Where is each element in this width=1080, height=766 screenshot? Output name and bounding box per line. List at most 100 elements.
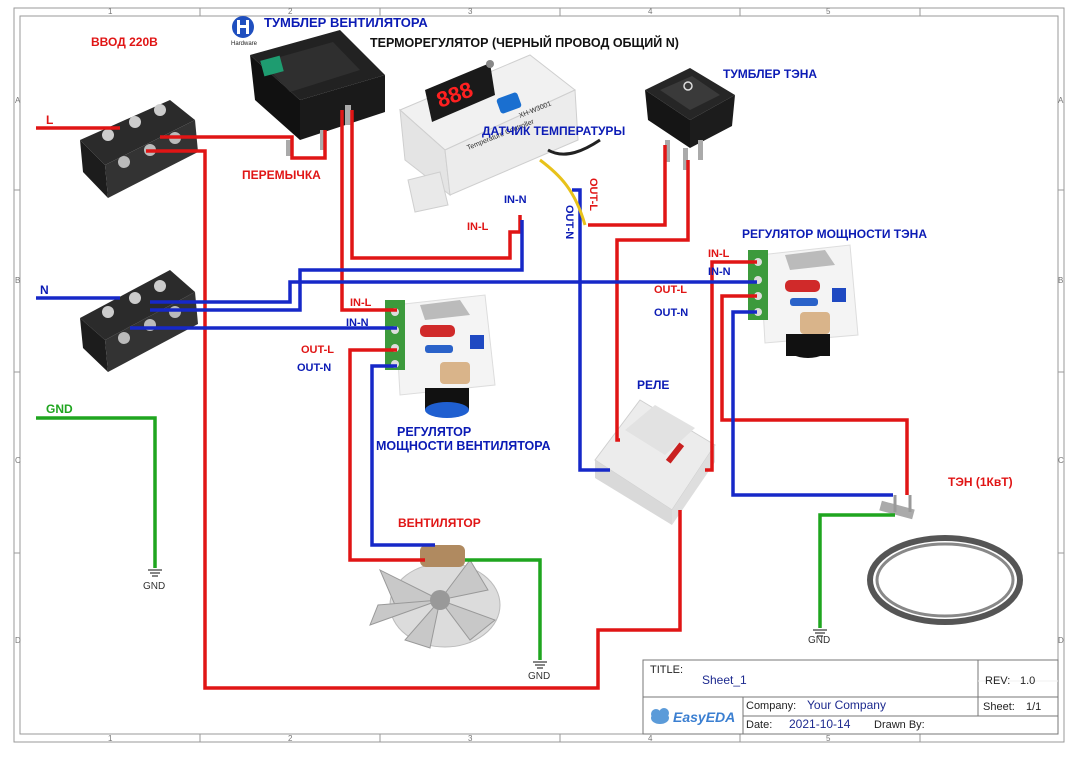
- wire-fan-switch-to-fan-reg: [340, 110, 397, 312]
- label-line-l: L: [46, 113, 53, 127]
- fan-reg-out-l-label: OUT-L: [301, 344, 334, 356]
- fan-reg-in-l-label: IN-L: [350, 297, 372, 309]
- phase-wires: [36, 110, 909, 690]
- sensor-wires: [539, 138, 601, 226]
- gnd-symbol-ten: [813, 629, 827, 637]
- ruler-col-2-bottom: 2: [288, 734, 293, 743]
- ruler-col-5: 5: [826, 7, 831, 16]
- label-fan-power-reg-line2: МОЩНОСТИ ВЕНТИЛЯТОРА: [376, 439, 551, 453]
- fan-reg-in-n-label: IN-N: [346, 317, 369, 329]
- ruler-row-c: C: [15, 456, 21, 465]
- wire-relay-to-heater-reg-in-l: [705, 260, 757, 472]
- company-label: Company:: [746, 700, 796, 712]
- rev-value: 1.0: [1020, 675, 1035, 687]
- wire-gnd-fan: [465, 558, 542, 660]
- title-label: TITLE:: [650, 664, 683, 676]
- ruler-col-2: 2: [288, 7, 293, 16]
- rev-label: REV:: [985, 675, 1010, 687]
- gnd-label-ten: GND: [808, 635, 830, 646]
- wire-heater-switch-to-relay: [615, 160, 690, 442]
- label-heater-switch: ТУМБЛЕР ТЭНА: [723, 67, 817, 81]
- ruler-row-d-right: D: [1058, 636, 1064, 645]
- wire-n-to-heater-reg: [150, 280, 757, 304]
- label-ground: GND: [46, 402, 73, 416]
- fan-rocker-switch: [250, 30, 385, 156]
- date-label: Date:: [746, 719, 772, 731]
- wire-fan-reg-out-l-to-fan: [348, 348, 425, 562]
- label-input-220: ВВОД 220В: [91, 35, 158, 49]
- terminal-block-l: [80, 100, 198, 198]
- sheet-value: 1/1: [1026, 701, 1041, 713]
- heater-reg-in-n-label: IN-N: [708, 266, 731, 278]
- ruler-col-4-bottom: 4: [648, 734, 653, 743]
- solid-state-relay: [594, 399, 716, 525]
- heater-power-regulator: [748, 244, 859, 358]
- label-line-n: N: [40, 283, 49, 297]
- thermo-in-l-label: IN-L: [467, 221, 489, 233]
- ruler-row-b-right: B: [1058, 276, 1063, 285]
- label-fan-power-reg-line1: РЕГУЛЯТОР: [397, 425, 471, 439]
- thermostat-unit: 888 Temperature Controller XH-W3001: [399, 54, 579, 213]
- wire-terminal-main-loop: [146, 149, 588, 690]
- ground-wires: [36, 416, 895, 660]
- fan-power-regulator: [385, 294, 496, 418]
- label-thermostat: ТЕРМОРЕГУЛЯТОР (ЧЕРНЫЙ ПРОВОД ОБЩИЙ N): [370, 35, 679, 50]
- wire-relay-main: [588, 510, 682, 690]
- ruler-col-5-bottom: 5: [826, 734, 831, 743]
- company-value: Your Company: [807, 698, 886, 712]
- hardware-logo: Hardware: [231, 16, 258, 47]
- heater-rocker-switch: [645, 68, 735, 170]
- title-block: TITLE: Sheet_1 REV: 1.0 Company: Your Co…: [642, 659, 1059, 735]
- neutral-wires: [36, 188, 893, 547]
- sheet-label: Sheet:: [983, 701, 1015, 713]
- gnd-symbol-left: [148, 569, 162, 577]
- wire-fan-reg-out-n-to-fan: [370, 364, 435, 547]
- ruler-row-b: B: [15, 276, 20, 285]
- heater-reg-out-n-label: OUT-N: [654, 307, 688, 319]
- wire-l-to-fan-switch: [160, 135, 294, 150]
- easyeda-logo-text: EasyEDA: [673, 709, 735, 725]
- label-temp-sensor: ДАТЧИК ТЕМПЕРАТУРЫ: [482, 124, 625, 138]
- gnd-label-left: GND: [143, 581, 165, 592]
- fan-reg-out-n-label: OUT-N: [297, 362, 331, 374]
- terminal-block-n: [80, 270, 198, 372]
- label-fan: ВЕНТИЛЯТОР: [398, 516, 481, 530]
- date-value: 2021-10-14: [789, 717, 851, 731]
- heater-reg-out-l-label: OUT-L: [654, 284, 687, 296]
- thermo-in-n-label: IN-N: [504, 194, 527, 206]
- hardware-logo-text: Hardware: [231, 41, 258, 47]
- ruler-col-1: 1: [108, 7, 113, 16]
- gnd-symbol-fan: [533, 661, 547, 669]
- wire-n-to-thermo-in-n: [150, 220, 524, 312]
- wire-thermo-out-n-to-relay: [572, 188, 610, 472]
- label-fan-switch: ТУМБЛЕР ВЕНТИЛЯТОРА: [264, 15, 428, 30]
- wire-heater-reg-out-n-to-ten: [731, 310, 893, 497]
- wire-heater-reg-out-l-to-ten: [720, 294, 909, 495]
- wire-gnd-left: [36, 416, 157, 568]
- wire-thermo-out-l-to-switch: [588, 145, 667, 227]
- wire-switch-to-thermo-in-l: [350, 110, 522, 260]
- ruler-row-c-right: C: [1058, 456, 1064, 465]
- sheet-frame: 1 2 3 4 5 1 2 3 4 5 A B C D A B C D: [13, 7, 1065, 743]
- ruler-col-4: 4: [648, 7, 653, 16]
- label-jumper: ПЕРЕМЫЧКА: [242, 168, 321, 182]
- label-heater-power-reg: РЕГУЛЯТОР МОЩНОСТИ ТЭНА: [742, 227, 927, 241]
- label-relay: РЕЛЕ: [637, 378, 669, 392]
- title-value: Sheet_1: [702, 673, 747, 687]
- ruler-col-3-bottom: 3: [468, 734, 473, 743]
- ruler-col-1-bottom: 1: [108, 734, 113, 743]
- thermo-out-l-label: OUT-L: [587, 178, 599, 211]
- fan-unit: [369, 545, 501, 649]
- easyeda-cloud-icon: [651, 708, 669, 724]
- thermo-out-n-label: OUT-N: [563, 205, 575, 239]
- ruler-row-a: A: [15, 96, 21, 105]
- drawn-by-label: Drawn By:: [874, 719, 925, 731]
- wire-jumper: [290, 130, 327, 160]
- ruler-col-3: 3: [468, 7, 473, 16]
- heater-reg-in-l-label: IN-L: [708, 248, 730, 260]
- ruler-row-a-right: A: [1058, 96, 1064, 105]
- gnd-label-fan: GND: [528, 671, 550, 682]
- ruler-row-d: D: [15, 636, 21, 645]
- label-heater: ТЭН (1КвТ): [948, 475, 1013, 489]
